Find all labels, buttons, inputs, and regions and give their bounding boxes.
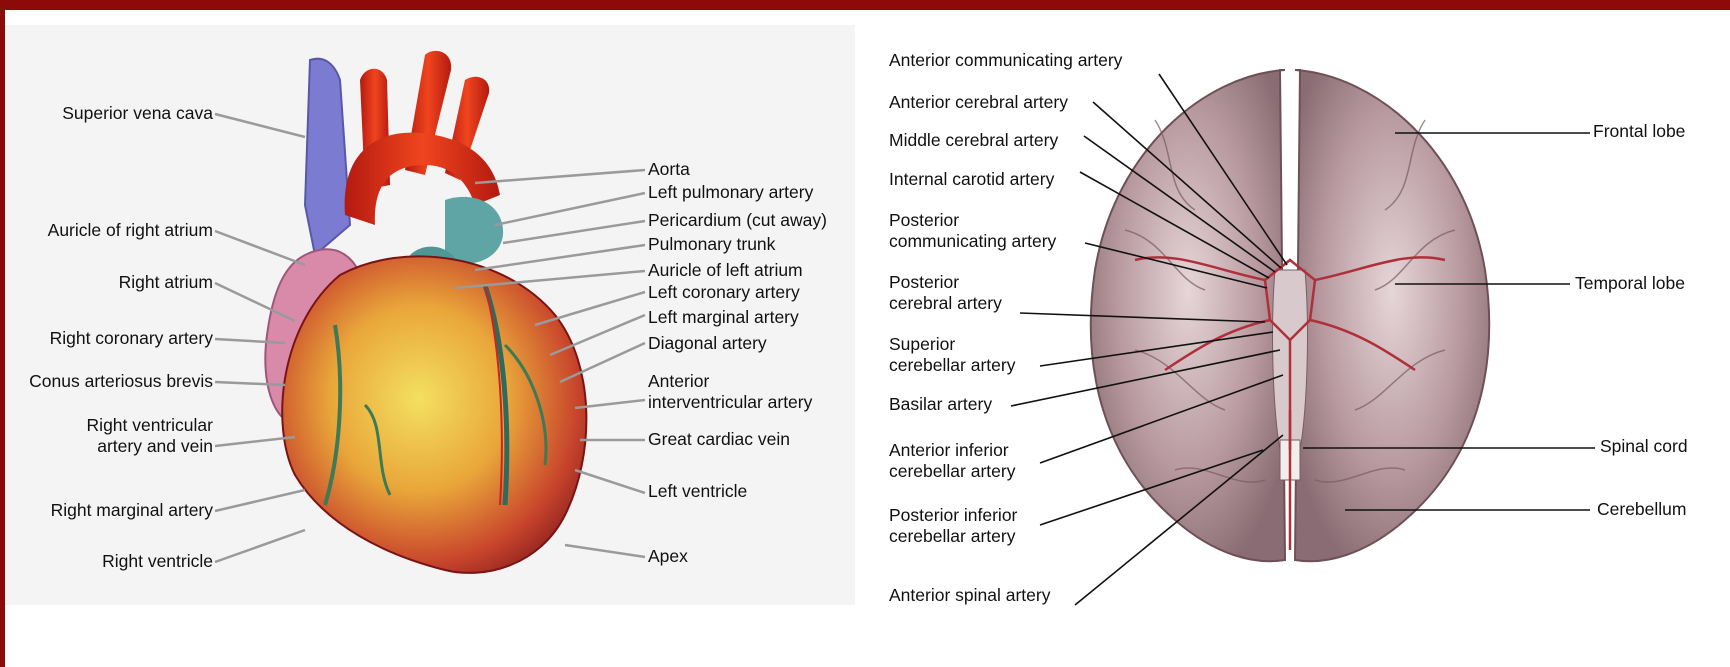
label-basilar-artery: Basilar artery bbox=[889, 394, 992, 415]
label-anterior-inferior-cerebellar-artery: Anterior inferior cerebellar artery bbox=[889, 440, 1015, 482]
label-pulmonary-trunk: Pulmonary trunk bbox=[648, 234, 775, 255]
label-posterior-inferior-cerebellar-artery: Posterior inferior cerebellar artery bbox=[889, 505, 1017, 547]
label-left-pulmonary-artery: Left pulmonary artery bbox=[648, 182, 813, 203]
label-right-atrium: Right atrium bbox=[119, 272, 213, 293]
label-frontal-lobe: Frontal lobe bbox=[1593, 121, 1685, 142]
label-anterior-spinal-artery: Anterior spinal artery bbox=[889, 585, 1050, 606]
label-posterior-communicating-artery: Posterior communicating artery bbox=[889, 210, 1056, 252]
label-superior-cerebellar-artery: Superior cerebellar artery bbox=[889, 334, 1015, 376]
label-apex: Apex bbox=[648, 546, 688, 567]
label-cerebellum: Cerebellum bbox=[1597, 499, 1686, 520]
label-left-coronary-artery: Left coronary artery bbox=[648, 282, 800, 303]
label-auricle-right-atrium: Auricle of right atrium bbox=[48, 220, 213, 241]
label-right-marginal-artery: Right marginal artery bbox=[51, 500, 213, 521]
brain-diagram: Anterior communicating artery Anterior c… bbox=[875, 30, 1725, 630]
label-spinal-cord: Spinal cord bbox=[1600, 436, 1688, 457]
label-middle-cerebral-artery: Middle cerebral artery bbox=[889, 130, 1058, 151]
label-right-coronary-artery: Right coronary artery bbox=[50, 328, 213, 349]
label-internal-carotid-artery: Internal carotid artery bbox=[889, 169, 1054, 190]
label-auricle-left-atrium: Auricle of left atrium bbox=[648, 260, 803, 281]
label-pericardium: Pericardium (cut away) bbox=[648, 210, 827, 231]
label-right-ventricle: Right ventricle bbox=[102, 551, 213, 572]
label-conus-arteriosus-brevis: Conus arteriosus brevis bbox=[29, 371, 213, 392]
label-posterior-cerebral-artery: Posterior cerebral artery bbox=[889, 272, 1002, 314]
label-aorta: Aorta bbox=[648, 159, 690, 180]
label-superior-vena-cava: Superior vena cava bbox=[62, 103, 213, 124]
label-anterior-communicating-artery: Anterior communicating artery bbox=[889, 50, 1122, 71]
label-left-ventricle: Left ventricle bbox=[648, 481, 747, 502]
label-right-ventricular-artery-vein: Right ventricular artery and vein bbox=[87, 415, 213, 457]
heart-diagram: Superior vena cava Auricle of right atri… bbox=[5, 25, 855, 605]
label-diagonal-artery: Diagonal artery bbox=[648, 333, 767, 354]
label-great-cardiac-vein: Great cardiac vein bbox=[648, 429, 790, 450]
label-left-marginal-artery: Left marginal artery bbox=[648, 307, 799, 328]
label-anterior-interventricular-artery: Anterior interventricular artery bbox=[648, 371, 812, 413]
figure-frame: Superior vena cava Auricle of right atri… bbox=[5, 10, 1730, 667]
label-temporal-lobe: Temporal lobe bbox=[1575, 273, 1685, 294]
label-anterior-cerebral-artery: Anterior cerebral artery bbox=[889, 92, 1068, 113]
